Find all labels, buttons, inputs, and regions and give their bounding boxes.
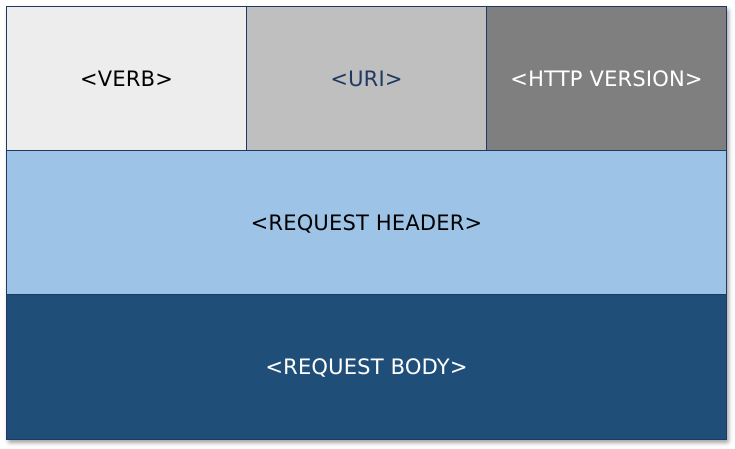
verb-label: <VERB> bbox=[79, 66, 174, 91]
request-header-row: <REQUEST HEADER> bbox=[7, 151, 726, 295]
request-body-box: <REQUEST BODY> bbox=[7, 295, 726, 439]
request-header-box: <REQUEST HEADER> bbox=[7, 151, 726, 294]
http-version-label: <HTTP VERSION> bbox=[510, 66, 703, 91]
request-body-row: <REQUEST BODY> bbox=[7, 295, 726, 439]
verb-box: <VERB> bbox=[7, 7, 247, 150]
http-version-box: <HTTP VERSION> bbox=[487, 7, 726, 150]
request-line-row: <VERB> <URI> <HTTP VERSION> bbox=[7, 7, 726, 151]
uri-box: <URI> bbox=[247, 7, 487, 150]
request-header-label: <REQUEST HEADER> bbox=[250, 210, 483, 235]
request-body-label: <REQUEST BODY> bbox=[265, 355, 468, 379]
http-request-diagram: <VERB> <URI> <HTTP VERSION> <REQUEST HEA… bbox=[6, 6, 727, 440]
uri-label: <URI> bbox=[330, 66, 403, 91]
